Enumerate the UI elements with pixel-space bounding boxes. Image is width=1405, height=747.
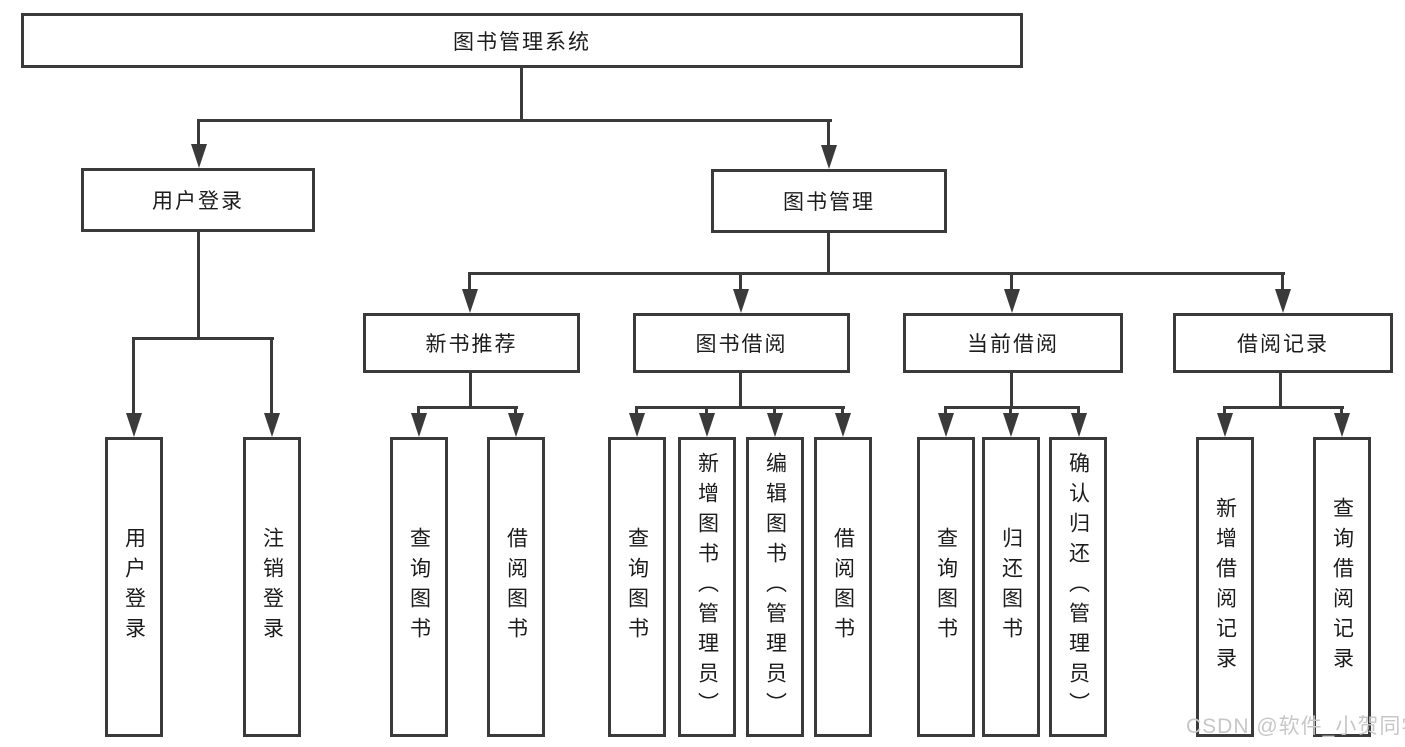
arrowhead (1217, 413, 1233, 437)
leaf-edit-book-admin: 编辑图书（管理员） (746, 437, 804, 737)
leaf-add-book-admin: 新增图书（管理员） (678, 437, 736, 737)
connector-line (635, 406, 845, 409)
connector-line (468, 272, 471, 295)
arrowhead (938, 413, 954, 437)
leaf-query-books-2-label: 查询图书 (625, 527, 649, 647)
connector-line (1009, 406, 1012, 419)
arrowhead (411, 413, 427, 437)
connector-line (1223, 406, 1226, 419)
arrowhead (1275, 289, 1291, 313)
connector-line (1340, 406, 1343, 419)
leaf-logout-label: 注销登录 (260, 527, 284, 647)
node-borrow-records: 借阅记录 (1173, 313, 1393, 373)
arrowhead (508, 413, 524, 437)
leaf-confirm-return-admin-label: 确认归还（管理员） (1066, 452, 1090, 722)
leaf-query-books-1-label: 查询图书 (407, 527, 431, 647)
connector-line (841, 406, 844, 419)
arrowhead (1334, 413, 1350, 437)
connector-line (197, 232, 200, 339)
arrowhead (1003, 413, 1019, 437)
connector-line (1077, 406, 1080, 419)
leaf-borrow-books-2-label: 借阅图书 (831, 527, 855, 647)
connector-line (417, 406, 518, 409)
arrowhead (1071, 413, 1087, 437)
leaf-user-login: 用户登录 (105, 437, 163, 737)
arrowhead (462, 289, 478, 313)
connector-line (1279, 373, 1282, 408)
connector-line (468, 272, 1285, 275)
leaf-user-login-label: 用户登录 (122, 527, 146, 647)
node-new-book-recommend-label: 新书推荐 (425, 333, 518, 356)
arrowhead (191, 144, 207, 168)
connector-line (132, 337, 135, 419)
arrowhead (835, 413, 851, 437)
connector-line (520, 68, 523, 122)
leaf-add-borrow-record: 新增借阅记录 (1196, 437, 1254, 737)
arrowhead (264, 413, 280, 437)
connector-line (197, 119, 832, 122)
leaf-query-borrow-record: 查询借阅记录 (1313, 437, 1371, 737)
node-book-borrow: 图书借阅 (633, 313, 850, 373)
watermark: CSDN @软件_小贺同学 (1186, 715, 1405, 738)
node-book-management-label: 图书管理 (783, 191, 875, 214)
arrowhead (733, 289, 749, 313)
leaf-query-books-3-label: 查询图书 (934, 527, 958, 647)
node-user-login-label: 用户登录 (152, 190, 244, 213)
node-current-borrow: 当前借阅 (903, 313, 1123, 373)
arrowhead (821, 145, 837, 169)
arrowhead (767, 413, 783, 437)
leaf-query-books-1: 查询图书 (390, 437, 448, 737)
connector-line (469, 373, 472, 408)
connector-line (1010, 272, 1013, 295)
leaf-logout: 注销登录 (243, 437, 301, 737)
leaf-return-books: 归还图书 (982, 437, 1040, 737)
connector-line (1281, 272, 1284, 295)
leaf-query-books-2: 查询图书 (608, 437, 666, 737)
leaf-borrow-books-2: 借阅图书 (814, 437, 872, 737)
arrowhead (699, 413, 715, 437)
connector-line (1223, 406, 1344, 409)
connector-line (944, 406, 1080, 409)
leaf-borrow-books-1: 借阅图书 (487, 437, 545, 737)
leaf-add-book-admin-label: 新增图书（管理员） (695, 452, 719, 722)
node-user-login: 用户登录 (81, 168, 315, 232)
node-root: 图书管理系统 (21, 13, 1023, 68)
arrowhead (629, 413, 645, 437)
leaf-query-borrow-record-label: 查询借阅记录 (1330, 497, 1354, 677)
arrowhead (1004, 289, 1020, 313)
connector-line (705, 406, 708, 419)
connector-line (739, 373, 742, 408)
connector-line (197, 119, 200, 150)
leaf-query-books-3: 查询图书 (917, 437, 975, 737)
leaf-return-books-label: 归还图书 (999, 527, 1023, 647)
node-current-borrow-label: 当前借阅 (967, 333, 1059, 356)
connector-line (132, 337, 274, 340)
connector-line (1010, 373, 1013, 408)
connector-line (417, 406, 420, 419)
node-book-management: 图书管理 (711, 169, 947, 233)
connector-line (635, 406, 638, 419)
leaf-add-borrow-record-label: 新增借阅记录 (1213, 497, 1237, 677)
connector-line (827, 233, 830, 274)
connector-line (773, 406, 776, 419)
connector-line (514, 406, 517, 419)
leaf-edit-book-admin-label: 编辑图书（管理员） (763, 452, 787, 722)
connector-line (270, 337, 273, 419)
node-borrow-records-label: 借阅记录 (1237, 333, 1329, 356)
connector-line (827, 119, 830, 150)
leaf-borrow-books-1-label: 借阅图书 (504, 527, 528, 647)
node-book-borrow-label: 图书借阅 (695, 333, 788, 356)
arrowhead (126, 413, 142, 437)
leaf-confirm-return-admin: 确认归还（管理员） (1049, 437, 1107, 737)
connector-line (739, 272, 742, 295)
node-new-book-recommend: 新书推荐 (363, 313, 580, 373)
connector-line (944, 406, 947, 419)
node-root-label: 图书管理系统 (453, 30, 591, 54)
